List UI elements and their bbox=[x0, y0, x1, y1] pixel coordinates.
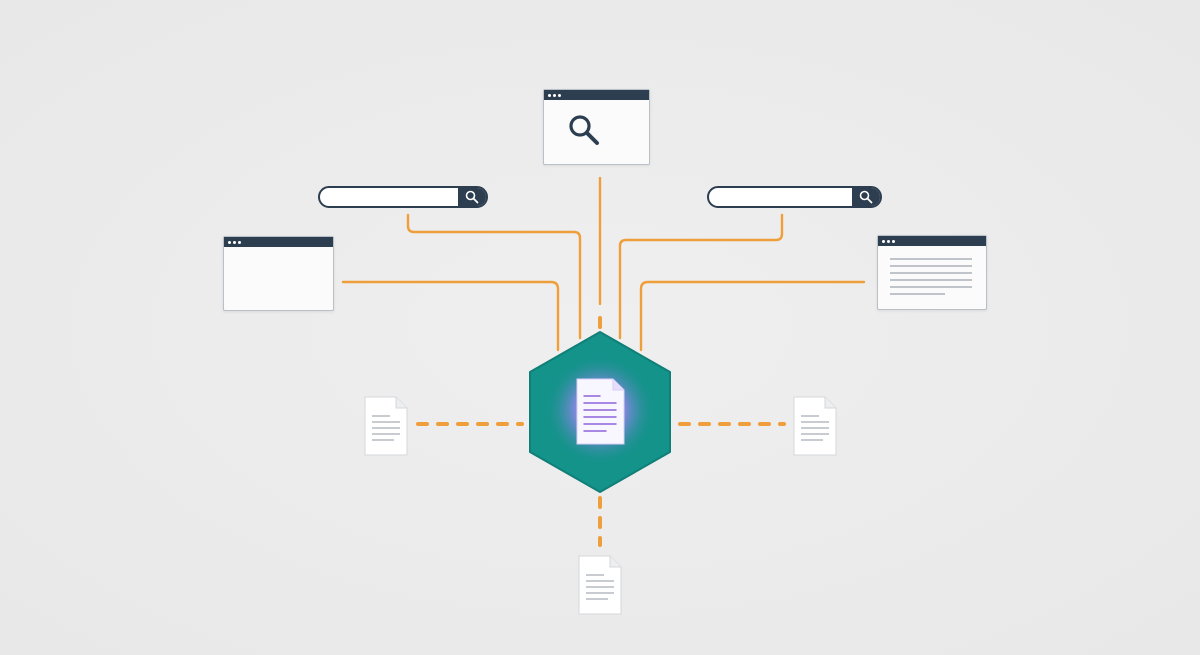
search-icon bbox=[859, 190, 873, 204]
window-titlebar bbox=[224, 237, 333, 247]
window-dot bbox=[558, 93, 561, 97]
connector-right-search bbox=[618, 213, 784, 340]
search-button[interactable] bbox=[458, 188, 486, 206]
window-dot bbox=[233, 240, 236, 244]
search-icon bbox=[465, 190, 479, 204]
browser-window-text bbox=[877, 235, 987, 310]
search-bar-right[interactable] bbox=[707, 186, 882, 208]
window-titlebar bbox=[544, 90, 649, 100]
browser-window-blank bbox=[223, 236, 334, 311]
search-input[interactable] bbox=[320, 188, 458, 206]
document-icon-left bbox=[364, 396, 408, 456]
window-dot bbox=[553, 93, 556, 97]
connector-left-search bbox=[406, 213, 582, 340]
document-icon bbox=[576, 378, 625, 445]
document-icon-bottom bbox=[578, 555, 622, 615]
window-dot bbox=[228, 240, 231, 244]
document-icon-right bbox=[793, 396, 837, 456]
window-titlebar bbox=[878, 236, 986, 246]
connector-right-window bbox=[639, 280, 866, 352]
text-lines-icon bbox=[890, 258, 972, 295]
magnifier-icon bbox=[569, 115, 599, 145]
central-node bbox=[529, 331, 671, 493]
search-button[interactable] bbox=[852, 188, 880, 206]
window-dot bbox=[238, 240, 241, 244]
search-bar-left[interactable] bbox=[318, 186, 488, 208]
window-dot bbox=[882, 239, 885, 243]
connector-left-window bbox=[341, 280, 560, 352]
search-input[interactable] bbox=[709, 188, 852, 206]
window-dot bbox=[887, 239, 890, 243]
window-dot bbox=[892, 239, 895, 243]
window-dot bbox=[548, 93, 551, 97]
browser-window-search bbox=[543, 89, 650, 165]
